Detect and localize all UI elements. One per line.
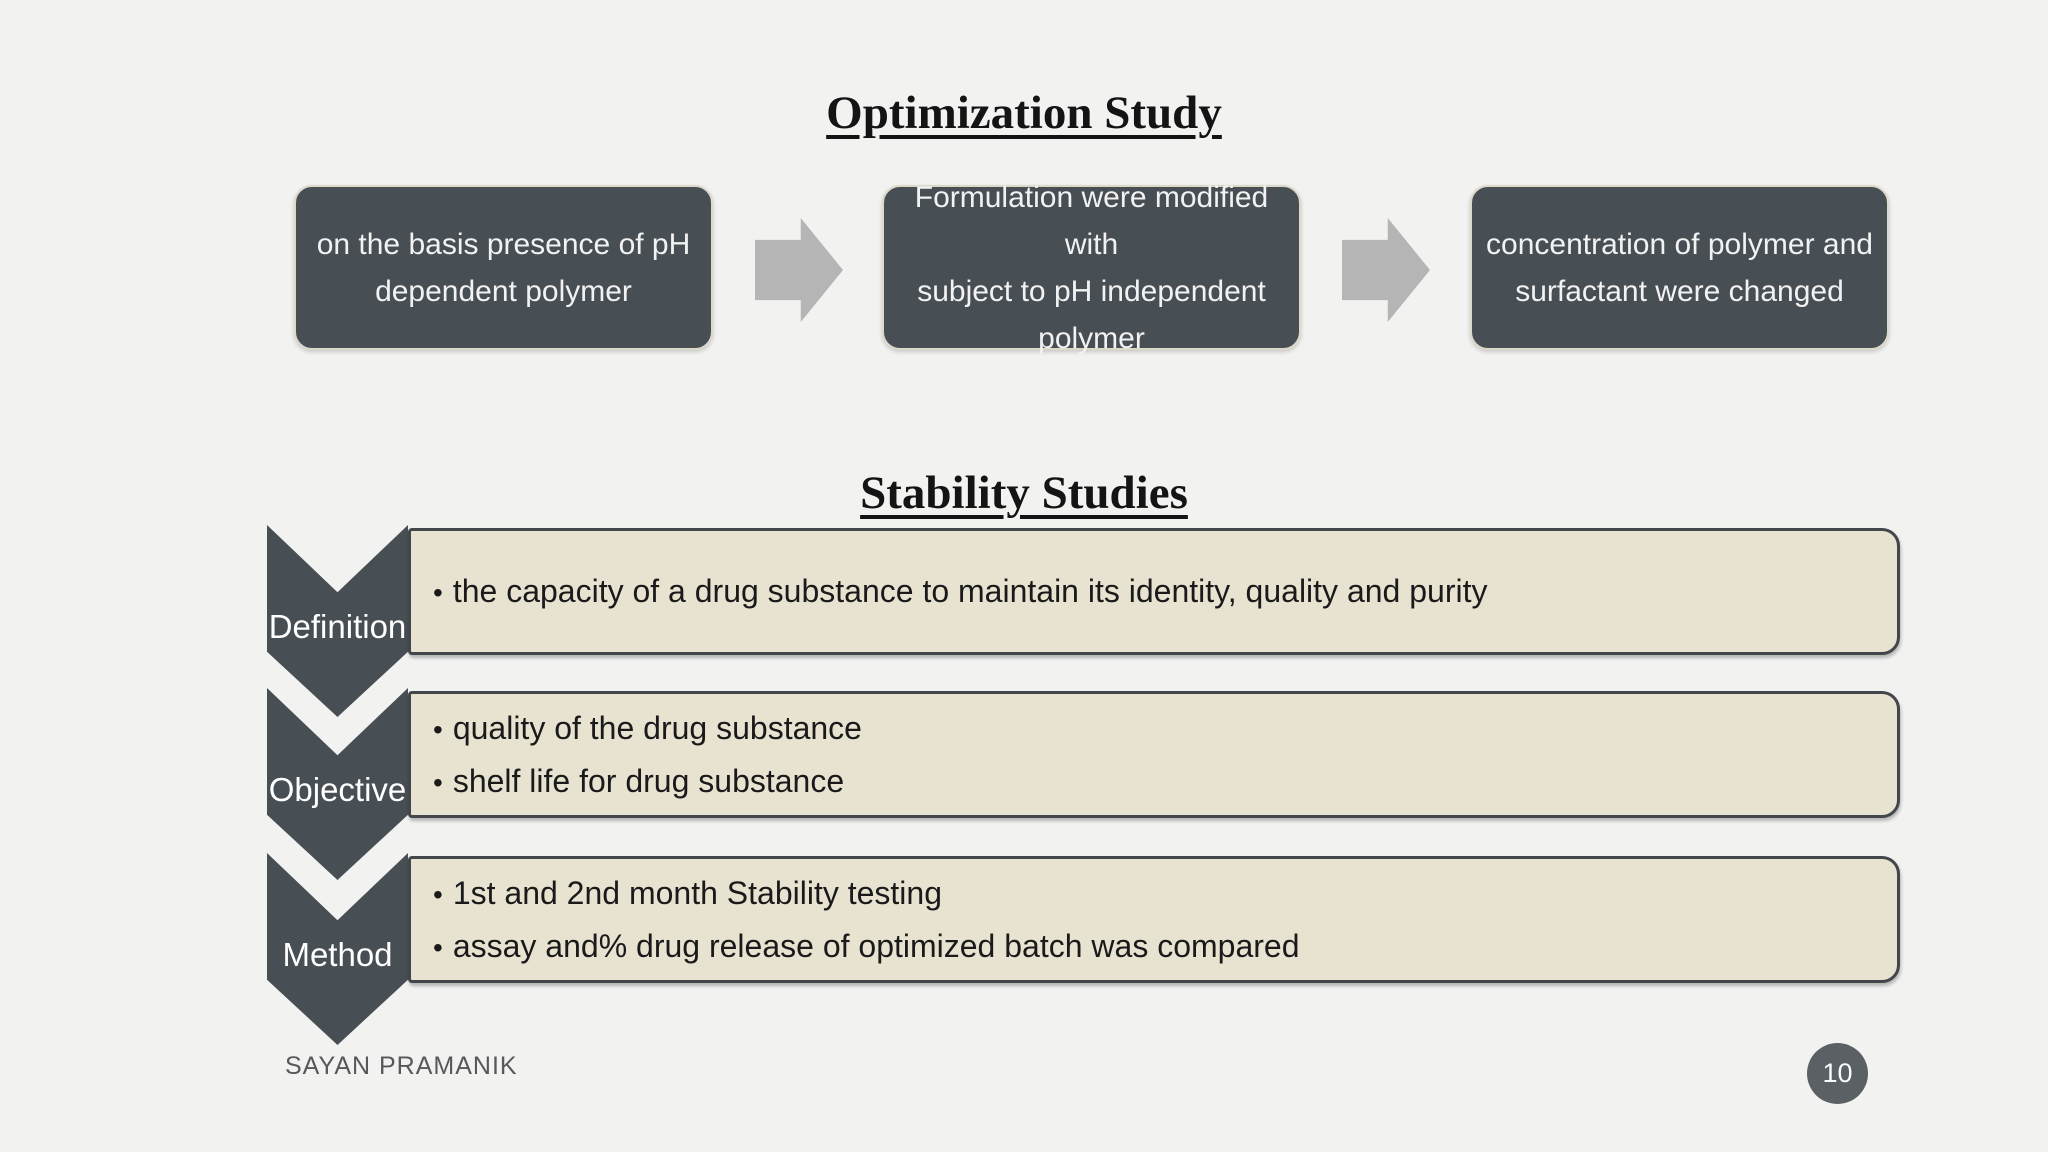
bullet-icon: • [433, 878, 443, 910]
flow-step-line: surfactant were changed [1515, 274, 1844, 308]
right-arrow-icon [1342, 218, 1430, 322]
bullet-text: shelf life for drug substance [452, 762, 845, 799]
author-footer: SAYAN PRAMANIK [285, 1052, 518, 1080]
bullet-text: 1st and 2nd month Stability testing [452, 874, 942, 911]
definition-box: • the capacity of a drug substance to ma… [408, 528, 1900, 655]
flow-step-ph-independent: Formulation were modified with subject t… [882, 181, 1301, 355]
bullet-item: • assay and% drug release of optimized b… [433, 928, 1897, 965]
objective-box: • quality of the drug substance • shelf … [408, 691, 1900, 818]
bullet-text: the capacity of a drug substance to main… [452, 573, 1488, 609]
bullet-icon: • [433, 766, 443, 798]
bullet-icon: • [433, 713, 443, 745]
bullet-icon: • [433, 577, 443, 608]
chevron-label-objective: Objective [268, 771, 407, 808]
bullet-text: assay and% drug release of optimized bat… [452, 927, 1300, 964]
bullet-item: • quality of the drug substance [433, 710, 1897, 747]
method-box: • 1st and 2nd month Stability testing • … [408, 856, 1900, 983]
flow-step-ph-dependent: on the basis presence of pH dependent po… [294, 185, 713, 350]
flow-step-line: on the basis presence of pH [316, 227, 691, 261]
flow-step-line: concentration of polymer and [1486, 227, 1873, 261]
chevron-label-definition: Definition [268, 608, 407, 645]
page-number: 10 [1822, 1058, 1853, 1088]
bullet-item: • the capacity of a drug substance to ma… [433, 573, 1897, 610]
bullet-text: quality of the drug substance [452, 709, 862, 746]
flow-step-concentration: concentration of polymer and surfactant … [1470, 185, 1889, 350]
right-arrow-icon [755, 218, 843, 322]
stability-studies-title: Stability Studies [860, 467, 1188, 519]
bullet-item: • shelf life for drug substance [433, 763, 1897, 800]
chevron-label-method: Method [282, 936, 393, 973]
flow-step-line: dependent polymer [375, 274, 632, 308]
flow-step-line: polymer [1038, 321, 1145, 355]
bullet-item: • 1st and 2nd month Stability testing [433, 875, 1897, 912]
optimization-study-title: Optimization Study [826, 87, 1222, 139]
bullet-icon: • [433, 931, 443, 963]
flow-step-line: subject to pH independent [917, 274, 1266, 308]
page-number-badge: 10 [1807, 1043, 1868, 1104]
flow-step-line: Formulation were modified with [914, 180, 1269, 261]
